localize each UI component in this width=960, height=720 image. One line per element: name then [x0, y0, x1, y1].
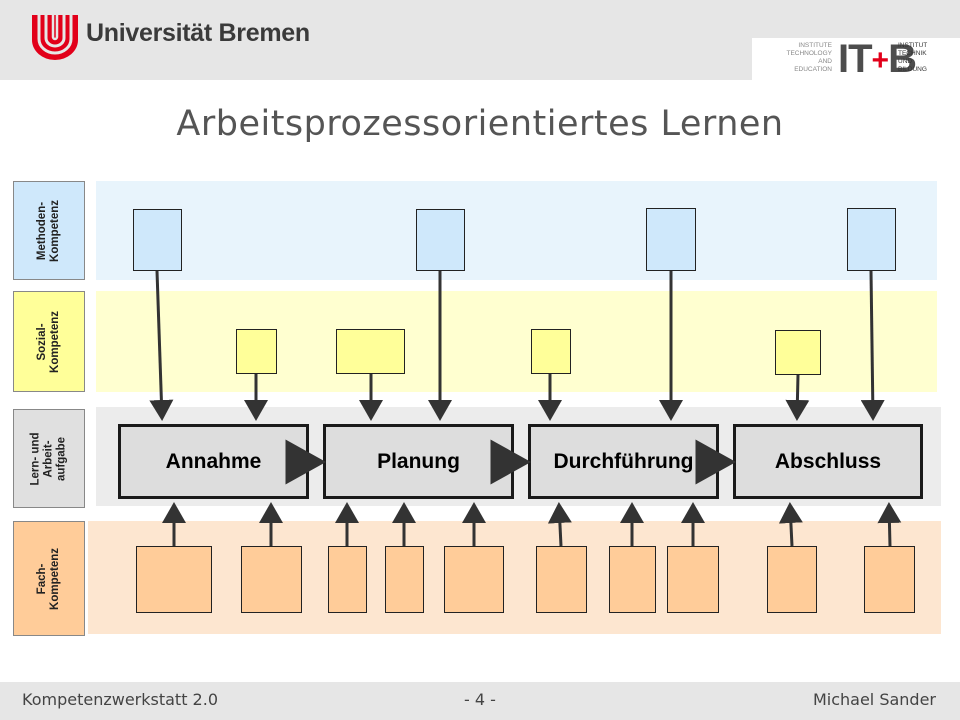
institute-mark: IT+B: [838, 37, 917, 82]
fach-box: [385, 546, 424, 613]
methoden-box: [646, 208, 696, 271]
fach-box: [536, 546, 587, 613]
institute-mark-left: IT: [838, 37, 873, 81]
arrow-fach-10: [877, 502, 902, 547]
phase-abschluss: Abschluss: [733, 424, 923, 499]
arrow-fach-6: [547, 502, 572, 547]
sozial-box: [336, 329, 405, 374]
phase-durchfuehrung: Durchführung: [528, 424, 719, 499]
institute-mark-right: B: [888, 37, 917, 81]
fach-box: [136, 546, 212, 613]
institute-name-german: INSTITUT TECHNIK UND BILDUNG: [898, 42, 928, 73]
fach-box: [667, 546, 719, 613]
arrow-sozial-abschluss: [785, 374, 810, 421]
row-label-lern: Lern- und Arbeit- aufgabe: [13, 409, 85, 508]
fach-box: [444, 546, 504, 613]
footer-bar: [0, 682, 960, 720]
university-logo-icon: [32, 15, 78, 60]
fach-box: [864, 546, 915, 613]
fach-box: [767, 546, 817, 613]
fach-box: [328, 546, 367, 613]
arrow-methoden-abschluss: [860, 270, 885, 421]
footer-left: Kompetenzwerkstatt 2.0: [22, 690, 218, 709]
institute-mark-plus: +: [871, 44, 890, 77]
methoden-box: [416, 209, 465, 271]
university-name: Universität Bremen: [86, 19, 310, 47]
fach-box: [609, 546, 656, 613]
band-methoden: [96, 181, 937, 280]
fach-box: [241, 546, 302, 613]
page-title: Arbeitsprozessorientiertes Lernen: [176, 104, 784, 144]
footer-author: Michael Sander: [812, 690, 936, 709]
arrow-fach-9: [778, 502, 803, 547]
institute-logo: INSTITUTE TECHNOLOGY AND EDUCATION IT+B …: [752, 38, 960, 80]
arrow-methoden-annahme: [149, 270, 174, 421]
row-label-methoden: Methoden- Kompetenz: [13, 181, 85, 280]
phase-annahme: Annahme: [118, 424, 309, 499]
sozial-box: [531, 329, 571, 374]
methoden-box: [133, 209, 182, 271]
sozial-box: [236, 329, 277, 374]
methoden-box: [847, 208, 896, 271]
row-label-fach: Fach- Kompetenz: [13, 521, 85, 636]
footer-page-number: - 4 -: [464, 690, 496, 709]
sozial-box: [775, 330, 821, 375]
institute-name-english: INSTITUTE TECHNOLOGY AND EDUCATION: [786, 42, 832, 73]
row-label-sozial: Sozial- Kompetenz: [13, 291, 85, 392]
